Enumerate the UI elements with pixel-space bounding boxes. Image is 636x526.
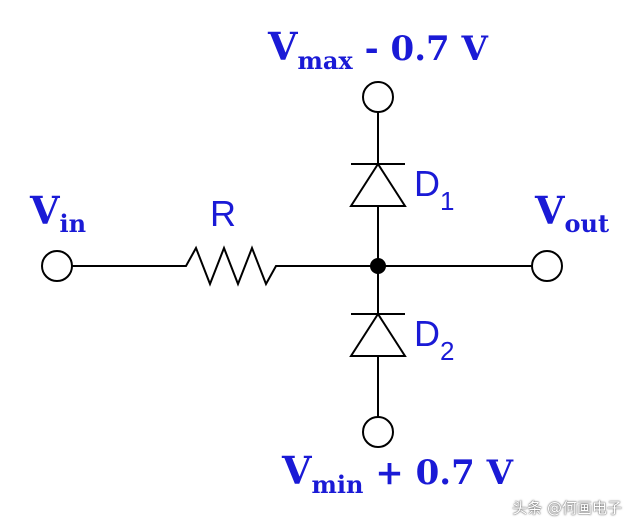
resistor-symbol xyxy=(178,245,284,287)
d2-triangle xyxy=(349,312,407,357)
vin-label: Vin xyxy=(29,188,86,238)
terminals xyxy=(41,81,563,448)
resistor-label: R xyxy=(210,193,236,234)
vout-terminal xyxy=(531,250,563,282)
vout-label: Vout xyxy=(534,188,609,238)
diode-d2 xyxy=(349,312,407,357)
vmin-label: Vmin + 0.7 V xyxy=(281,448,514,499)
vmax-terminal xyxy=(362,81,394,113)
diode-d1 xyxy=(349,162,407,207)
d2-label: D2 xyxy=(414,313,454,366)
wires xyxy=(72,112,532,417)
d1-triangle xyxy=(349,162,407,207)
watermark: 头条 @何画电子 xyxy=(512,499,622,517)
vin-terminal xyxy=(41,250,73,282)
d1-label: D1 xyxy=(414,163,454,216)
vmin-terminal xyxy=(362,416,394,448)
vmax-label: Vmax - 0.7 V xyxy=(267,24,489,75)
junction-node xyxy=(370,258,386,274)
